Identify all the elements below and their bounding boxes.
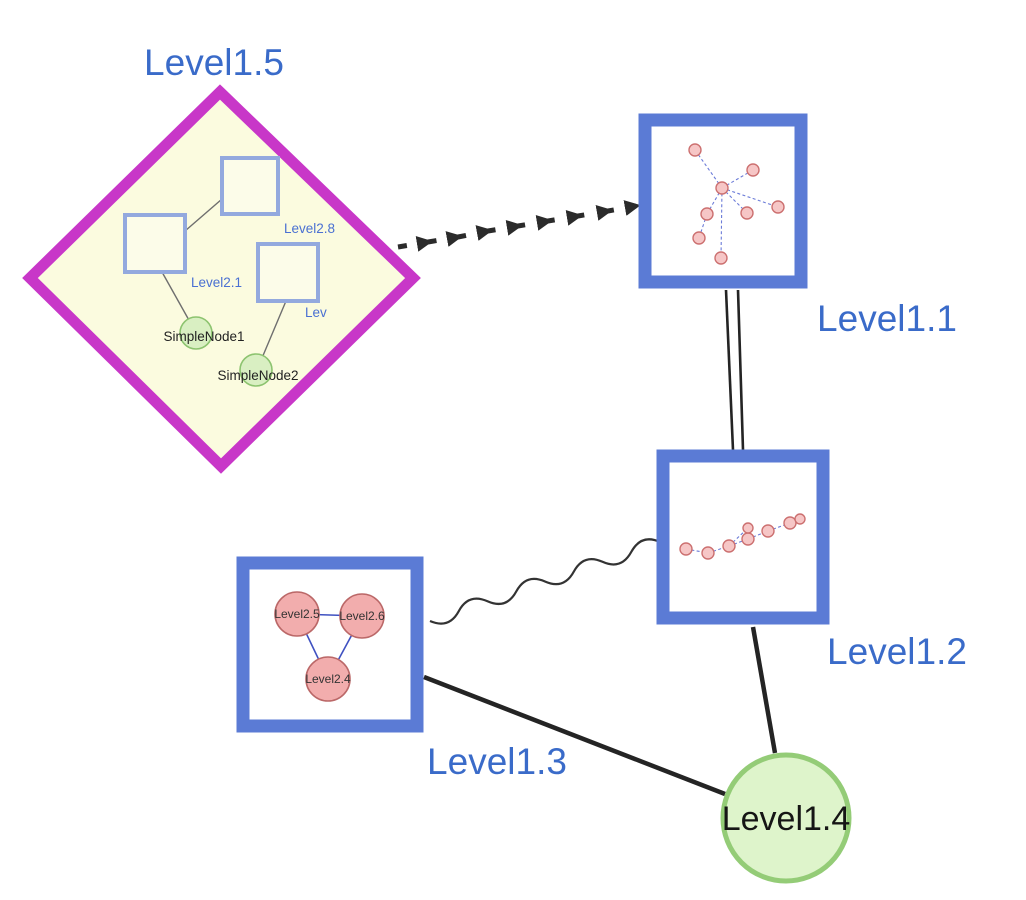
mini-edge	[694, 149, 723, 189]
mini-node[interactable]	[771, 200, 785, 214]
mini-node[interactable]	[761, 524, 775, 538]
edge-level12-to-level14[interactable]	[750, 626, 778, 754]
edge-lev-to-simplenode2[interactable]	[261, 300, 287, 359]
edge-level21-to-level28[interactable]	[184, 198, 223, 232]
node-simplenode1-circle[interactable]	[179, 316, 213, 350]
edge-level11-to-level12-line-b[interactable]	[736, 289, 745, 451]
node-level1-3-label: Level1.3	[427, 741, 567, 782]
edge-level13-to-level14[interactable]	[423, 674, 726, 797]
mini-node[interactable]	[783, 516, 797, 530]
mini-node[interactable]	[794, 513, 806, 525]
mini-node[interactable]	[688, 143, 702, 157]
edge-level11-to-level12-line-a[interactable]	[724, 289, 735, 451]
node-level2-1-label: Level2.1	[191, 275, 242, 290]
mini-node[interactable]	[741, 532, 755, 546]
mini-node[interactable]	[714, 251, 728, 265]
node-level2-5-label: Level2.5	[274, 607, 320, 621]
node-simplenode1-label: SimpleNode1	[163, 329, 244, 344]
node-level1-1-label: Level1.1	[817, 298, 957, 339]
node-level1-4-circle[interactable]	[720, 752, 852, 884]
node-simplenode2-label: SimpleNode2	[217, 368, 298, 383]
node-level1-2-label: Level1.2	[827, 631, 967, 672]
node-level2-5-circle[interactable]	[274, 591, 320, 637]
node-lev-square[interactable]	[256, 242, 320, 303]
node-level2-8-label: Level2.8	[284, 221, 335, 236]
edge-level15-to-level11-dashed-arrow[interactable]	[397, 200, 641, 252]
mini-edge	[698, 213, 708, 239]
node-lev-label: Lev	[305, 305, 327, 320]
node-level2-6-label: Level2.6	[339, 609, 385, 623]
mini-node[interactable]	[715, 181, 729, 195]
mini-node[interactable]	[746, 163, 760, 177]
node-level1-4-label: Level1.4	[722, 800, 851, 838]
node-level2-1-square[interactable]	[123, 213, 187, 274]
mini-node[interactable]	[722, 539, 736, 553]
node-level2-8-square[interactable]	[220, 156, 280, 216]
level1-3-mini-graph: Level2.5 Level2.6 Level2.4	[274, 591, 385, 702]
node-simplenode2-circle[interactable]	[239, 353, 273, 387]
mini-node[interactable]	[679, 542, 693, 556]
edge-level21-to-simplenode1[interactable]	[161, 271, 191, 323]
node-level1-5-diamond[interactable]	[22, 84, 421, 474]
mini-node[interactable]	[740, 206, 754, 220]
node-level2-6-circle[interactable]	[339, 593, 385, 639]
mini-node[interactable]	[692, 231, 706, 245]
level1-2-mini-graph	[679, 513, 806, 560]
mini-edge	[721, 187, 779, 208]
mini-node[interactable]	[742, 522, 754, 534]
mini-edge	[720, 187, 723, 259]
mini-edge	[767, 522, 791, 532]
node-level2-4-label: Level2.4	[305, 672, 351, 686]
level1-1-mini-graph	[688, 143, 785, 265]
node-level1-5-label: Level1.5	[144, 42, 284, 83]
mini-node[interactable]	[701, 546, 715, 560]
mini-node[interactable]	[700, 207, 714, 221]
node-level2-4-circle[interactable]	[305, 656, 351, 702]
edge-level13-to-level12-wavy[interactable]	[429, 538, 661, 625]
